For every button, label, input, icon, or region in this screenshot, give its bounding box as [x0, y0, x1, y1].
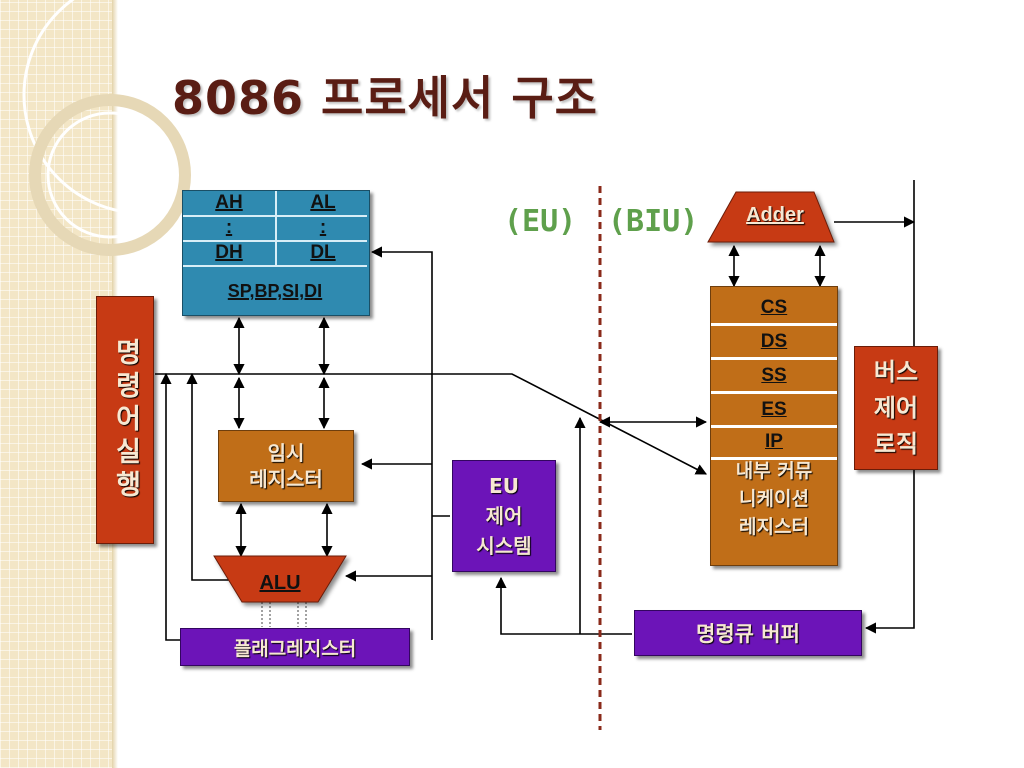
instruction-queue-box: 명령큐 버퍼: [634, 610, 862, 656]
register-ah: AH: [215, 192, 243, 213]
segment-ds: DS: [711, 327, 837, 360]
register-dh: DH: [215, 242, 243, 263]
eu-control-box: EU 제어 시스템: [452, 460, 556, 572]
register-al: AL: [275, 191, 369, 215]
segment-register-stack: CS DS SS ES IP 내부 커뮤 니케이션 레지스터: [710, 286, 838, 566]
register-ellipsis-left: :: [225, 217, 233, 238]
register-ellipsis-right: :: [275, 216, 369, 240]
eu-section-label: (EU): [504, 204, 577, 239]
segment-ip: IP: [711, 427, 837, 460]
bus-control-line2: 제어: [873, 394, 919, 422]
segment-cs: CS: [711, 293, 837, 326]
eu-control-line2: 제어: [485, 504, 523, 528]
temp-register-box: 임시 레지스터: [218, 430, 354, 502]
internal-comm-line2: 니케이션: [739, 488, 809, 510]
instruction-exec-box: 명령어실행: [96, 296, 154, 544]
pointer-index-registers: SP,BP,SI,DI: [227, 281, 323, 301]
temp-register-line1: 임시: [267, 441, 305, 465]
temp-register-line2: 레지스터: [249, 467, 323, 491]
instruction-queue-label: 명령큐 버퍼: [696, 622, 800, 646]
flag-register-label: 플래그레지스터: [233, 637, 357, 660]
page-title: 8086 프로세서 구조: [172, 71, 598, 125]
segment-es: ES: [711, 395, 837, 428]
flag-register-box: 플래그레지스터: [180, 628, 410, 666]
alu-shape: [213, 555, 347, 603]
internal-comm-line1: 내부 커뮤: [735, 460, 813, 482]
internal-comm-registers: 내부 커뮤 니케이션 레지스터: [711, 457, 837, 541]
eu-control-line1: EU: [489, 474, 519, 498]
instruction-exec-label: 명령어실행: [110, 337, 141, 503]
general-register-block: AH AL : : DH DL SP,BP,SI,DI: [182, 190, 370, 316]
decorative-circles: [22, 0, 260, 256]
segment-ss: SS: [711, 361, 837, 394]
alu-label: ALU: [259, 572, 301, 594]
eu-control-line3: 시스템: [476, 534, 532, 558]
bus-control-line3: 로직: [873, 430, 919, 458]
register-dl: DL: [275, 241, 369, 265]
bus-control-box: 버스 제어 로직: [854, 346, 938, 470]
adder-shape: [707, 191, 835, 243]
adder-label: Adder: [746, 204, 804, 226]
bus-control-line1: 버스: [873, 358, 919, 386]
biu-section-label: (BIU): [608, 204, 699, 239]
internal-comm-line3: 레지스터: [739, 516, 809, 538]
